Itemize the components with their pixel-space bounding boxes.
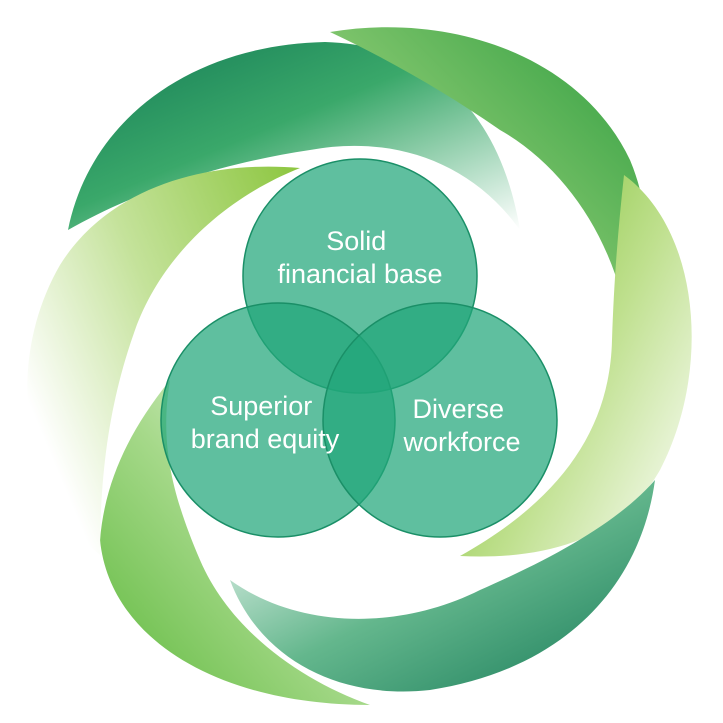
label-right-line1: Diverse — [412, 394, 504, 424]
venn-labels: Solid financial base Superior brand equi… — [191, 226, 521, 457]
venn-circles — [160, 158, 558, 538]
label-top-line2: financial base — [277, 259, 442, 289]
swirl-petal-bottom-right — [230, 480, 655, 692]
swirl-background — [27, 27, 692, 705]
swirl-petal-bottom-left — [100, 380, 370, 705]
label-left-line2: brand equity — [191, 424, 340, 454]
label-left: Superior brand equity — [191, 391, 340, 454]
label-right: Diverse workforce — [402, 394, 520, 457]
label-left-line1: Superior — [210, 391, 312, 421]
label-right-line2: workforce — [402, 427, 520, 457]
label-top: Solid financial base — [277, 226, 442, 289]
swirl-petal-top-right — [330, 27, 647, 340]
label-top-line1: Solid — [326, 226, 386, 256]
swirl-petal-right — [460, 175, 692, 557]
swirl-petal-top-left — [68, 42, 520, 230]
venn-circle-right — [322, 302, 558, 538]
swirl-petal-left — [27, 166, 301, 555]
